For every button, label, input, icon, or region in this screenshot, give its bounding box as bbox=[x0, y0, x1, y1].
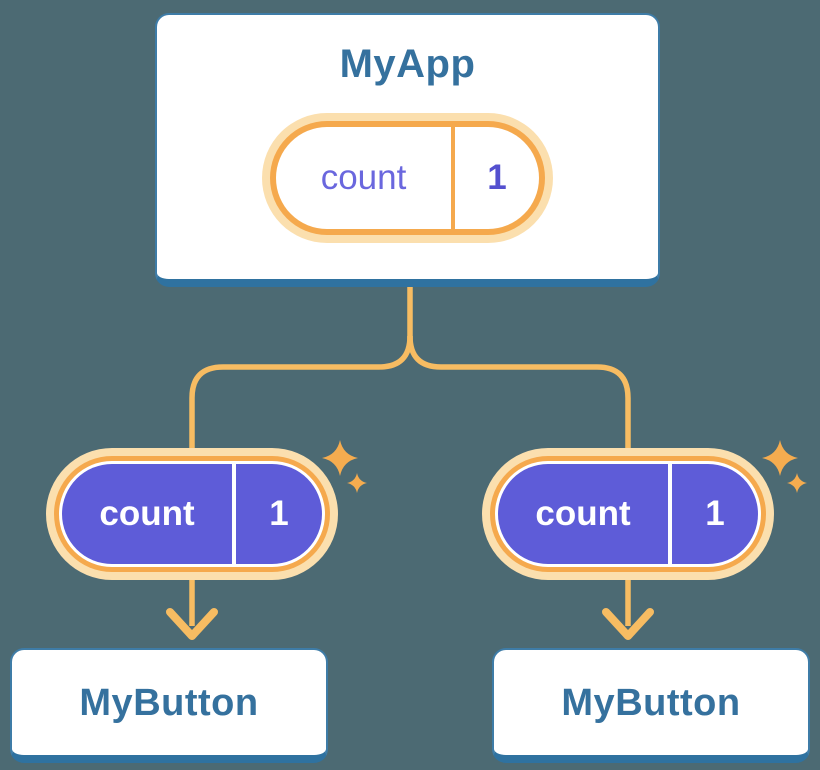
state-name-section: count bbox=[498, 464, 668, 564]
sparkle-icon bbox=[322, 440, 367, 493]
state-name-section: count bbox=[276, 127, 451, 229]
component-node-child-right: MyButton bbox=[492, 648, 810, 763]
state-pill-ring: count 1 bbox=[490, 456, 766, 572]
component-node-child-left: MyButton bbox=[10, 648, 328, 763]
state-name-label: count bbox=[535, 494, 631, 533]
pill-divider bbox=[451, 127, 455, 229]
state-name-section: count bbox=[62, 464, 232, 564]
state-pill-core: count 1 bbox=[276, 127, 539, 229]
pill-divider bbox=[232, 464, 236, 564]
state-name-label: count bbox=[320, 158, 407, 197]
sparkle-icon bbox=[762, 440, 807, 493]
connector-branch-right bbox=[407, 335, 631, 578]
state-value-section: 1 bbox=[236, 464, 322, 564]
state-pill-ring: count 1 bbox=[270, 121, 545, 235]
component-title: MyApp bbox=[339, 42, 476, 86]
state-pill-gap: count 1 bbox=[495, 461, 761, 567]
state-name-label: count bbox=[99, 494, 195, 533]
connector-branch-left bbox=[189, 335, 413, 578]
state-value-section: 1 bbox=[455, 127, 539, 229]
pill-divider bbox=[668, 464, 672, 564]
component-title: MyButton bbox=[79, 681, 259, 724]
state-value-section: 1 bbox=[672, 464, 758, 564]
state-pill-ring: count 1 bbox=[54, 456, 330, 572]
state-value-label: 1 bbox=[487, 158, 507, 197]
arrow-down-icon bbox=[166, 576, 218, 640]
state-pill: count 1 bbox=[46, 448, 338, 580]
state-pill: count 1 bbox=[262, 113, 553, 243]
arrow-down-icon bbox=[602, 576, 654, 640]
state-pill-core: count 1 bbox=[62, 464, 322, 564]
component-node-root: MyApp count 1 bbox=[155, 13, 660, 287]
component-title: MyButton bbox=[561, 681, 741, 724]
state-pill: count 1 bbox=[482, 448, 774, 580]
state-value-label: 1 bbox=[705, 494, 725, 533]
state-value-label: 1 bbox=[269, 494, 289, 533]
state-pill-core: count 1 bbox=[498, 464, 758, 564]
state-pill-gap: count 1 bbox=[59, 461, 325, 567]
